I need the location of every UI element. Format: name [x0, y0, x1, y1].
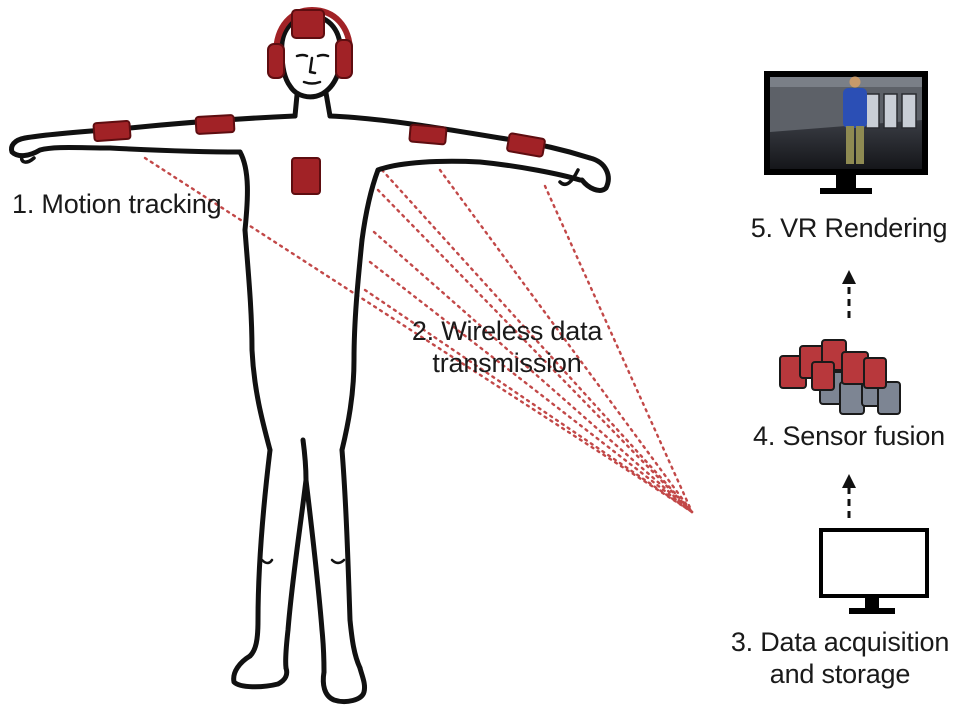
- human-figure-icon: [9, 13, 611, 705]
- step-2-line-1: 2. Wireless data: [411, 316, 603, 346]
- step-5-vr-rendering-label: 5. VR Rendering: [750, 213, 948, 243]
- step-3-line-1: 3. Data acquisition: [730, 627, 950, 657]
- sensor-right-forearm: [506, 132, 546, 158]
- step-3-acquisition-label: 3. Data acquisition and storage: [710, 626, 970, 690]
- monitor-icon: [819, 528, 929, 614]
- sensor-left-upperarm: [194, 114, 236, 135]
- head-sensor-icon: [267, 6, 353, 79]
- dashed-arrow-up-icon: [842, 474, 856, 518]
- sensor-fusion-icon: [779, 339, 901, 415]
- step-4-sensor-fusion-label: 4. Sensor fusion: [753, 421, 945, 451]
- sensor-left-forearm: [92, 119, 132, 143]
- sensor-chest: [291, 157, 321, 195]
- sensor-right-upperarm: [408, 123, 448, 146]
- wireless-transmission-lines: [143, 156, 694, 514]
- step-3-line-2: and storage: [769, 659, 911, 689]
- vr-monitor-icon: [764, 71, 928, 194]
- step-1-motion-tracking-label: 1. Motion tracking: [12, 189, 222, 219]
- body-sensors: [92, 114, 546, 195]
- step-2-line-2: transmission: [432, 348, 582, 378]
- step-2-wireless-label: 2. Wireless data transmission: [392, 315, 622, 379]
- vr-avatar-icon: [843, 76, 867, 164]
- dashed-arrow-up-icon: [842, 270, 856, 318]
